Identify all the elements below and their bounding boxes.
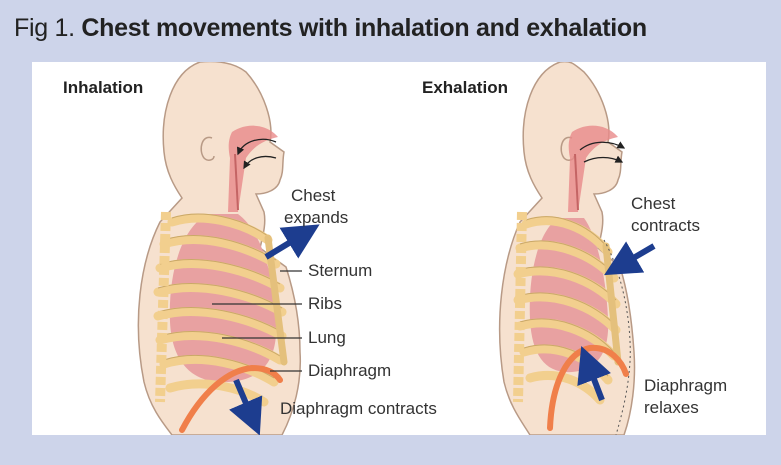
figure-title-text: Chest movements with inhalation and exha… — [81, 14, 646, 42]
exhalation-heading: Exhalation — [422, 78, 508, 98]
exhalation-chest-label-line1: Chest — [631, 194, 675, 214]
inhalation-chest-label-line2: expands — [284, 208, 348, 228]
exhalation-chest-label-line2: contracts — [631, 216, 700, 236]
sternum-label: Sternum — [308, 261, 372, 281]
diaphragm-label: Diaphragm — [308, 361, 391, 381]
diagram-panel: Inhalation Exhalation Chest expands Ster… — [32, 62, 766, 435]
diaphragm-contracts-label: Diaphragm contracts — [280, 399, 437, 419]
figure-number: Fig 1. — [14, 14, 75, 42]
lung-label: Lung — [308, 328, 346, 348]
inhalation-figure — [138, 62, 302, 435]
ribs-label: Ribs — [308, 294, 342, 314]
diaphragm-relaxes-label-line2: relaxes — [644, 398, 699, 418]
exhalation-chest-arrow — [630, 246, 654, 260]
diaphragm-relaxes-label-line1: Diaphragm — [644, 376, 727, 396]
inhalation-heading: Inhalation — [63, 78, 143, 98]
exhalation-figure — [500, 62, 654, 435]
figure-title: Fig 1. Chest movements with inhalation a… — [14, 14, 647, 43]
inhalation-chest-label-line1: Chest — [291, 186, 335, 206]
